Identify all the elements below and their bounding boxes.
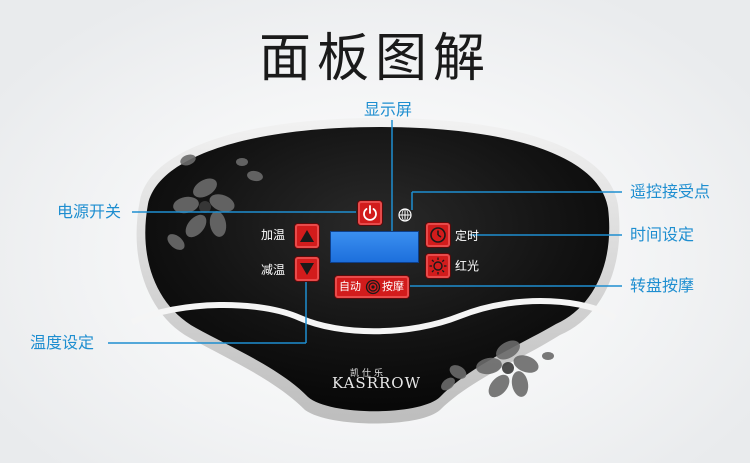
callout-display: 显示屏 xyxy=(364,100,413,119)
power-button[interactable] xyxy=(358,201,382,225)
flower-decoration-right xyxy=(441,340,554,398)
heat-up-label: 加温 xyxy=(261,228,286,242)
spiral-icon xyxy=(365,279,381,295)
panel-body xyxy=(145,127,610,412)
callout-lines xyxy=(108,120,622,344)
brand-logo-text: KASRROW xyxy=(332,374,422,392)
callout-temperature-setting: 温度设定 xyxy=(30,333,95,352)
triangle-down-icon xyxy=(300,263,314,275)
timer-label: 定时 xyxy=(455,229,480,243)
massage-label: 按摩 xyxy=(382,280,404,293)
flower-decoration-left xyxy=(167,154,263,250)
sun-icon xyxy=(429,257,447,275)
display-screen xyxy=(330,231,419,263)
brand-chinese-name: 凯仕乐 xyxy=(350,369,387,379)
clock-icon xyxy=(430,227,446,243)
heat-down-label: 减温 xyxy=(261,263,286,277)
panel-lower-curve xyxy=(130,298,617,335)
callout-turntable-massage: 转盘按摩 xyxy=(630,276,695,295)
callout-timer-setting: 时间设定 xyxy=(630,225,695,244)
power-icon xyxy=(363,205,377,221)
remote-receiver-icon xyxy=(398,208,412,222)
triangle-up-icon xyxy=(300,230,314,242)
callout-remote-receiver: 遥控接受点 xyxy=(630,182,711,201)
auto-massage-button[interactable]: 自动 按摩 xyxy=(335,276,409,298)
red-light-button[interactable] xyxy=(426,254,450,278)
heat-up-button[interactable] xyxy=(295,224,319,248)
page-title: 面板图解 xyxy=(258,29,491,89)
auto-label: 自动 xyxy=(339,280,361,293)
heat-down-button[interactable] xyxy=(295,257,319,281)
callout-power: 电源开关 xyxy=(57,202,122,221)
red-light-label: 红光 xyxy=(455,259,480,273)
timer-button[interactable] xyxy=(426,223,450,247)
